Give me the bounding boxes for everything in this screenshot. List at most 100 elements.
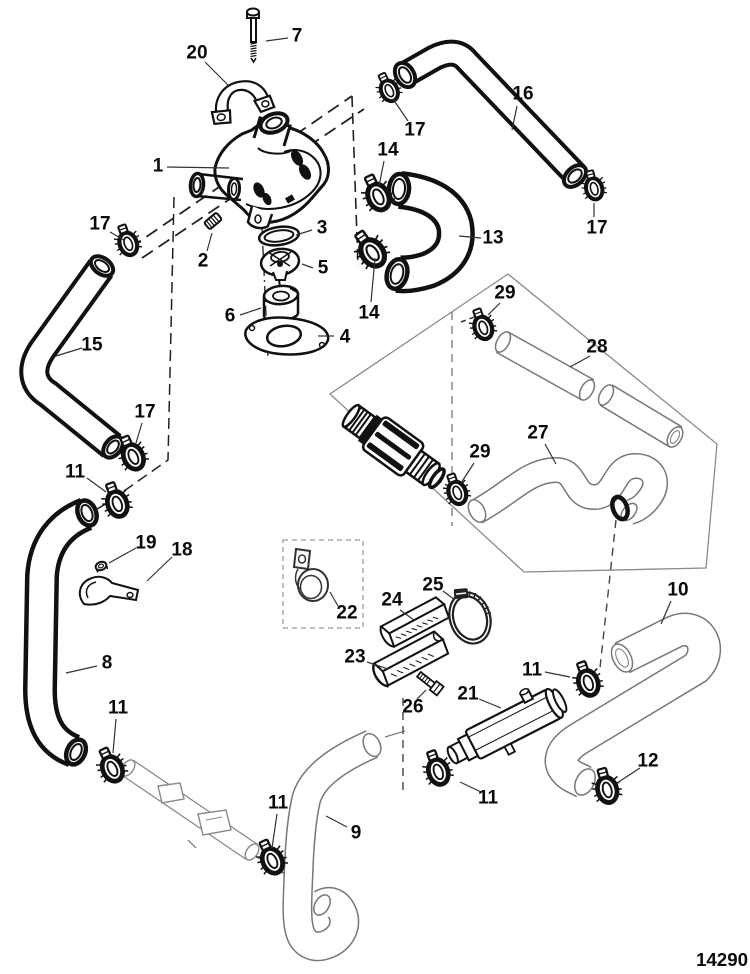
hose-10	[544, 612, 722, 798]
callout-leader-18	[146, 556, 173, 582]
bracket-20	[210, 80, 276, 126]
callout-label-8: 8	[102, 653, 113, 674]
light-parts	[120, 331, 722, 962]
callout-leader-29	[460, 462, 475, 484]
callout-label-17: 17	[134, 402, 155, 423]
hose-13	[384, 171, 475, 294]
callout-label-15: 15	[81, 335, 103, 356]
callout-leader-11	[544, 671, 571, 678]
callout-leader-17	[392, 98, 409, 122]
hose-clamp	[96, 478, 135, 520]
callout-label-24: 24	[381, 590, 403, 611]
bracket-18	[78, 575, 140, 606]
hose-clamp	[110, 221, 145, 259]
callout-label-17: 17	[404, 120, 425, 141]
callout-leader-14	[378, 160, 385, 187]
callout-label-14: 14	[377, 140, 399, 161]
callout-label-3: 3	[317, 218, 328, 239]
callout-leader-17	[135, 422, 143, 444]
hose-8	[22, 498, 99, 767]
large-clamp-25	[448, 588, 492, 645]
callout-leader-15	[55, 347, 83, 357]
callout-label-12: 12	[637, 751, 658, 772]
hose-9	[282, 730, 382, 962]
shell-24	[379, 596, 451, 649]
thermostat-5	[259, 247, 301, 288]
callout-leader-21	[478, 698, 502, 709]
callout-leader-9	[325, 815, 348, 828]
connector-fitting	[341, 403, 446, 490]
callout-label-23: 23	[344, 647, 365, 668]
clamps	[90, 69, 624, 879]
tube-28	[494, 331, 684, 448]
hose-15	[19, 254, 125, 460]
callout-label-11: 11	[522, 660, 543, 681]
cylinder-21	[446, 687, 568, 765]
distribution-pipe	[120, 759, 260, 861]
callout-leader-22	[329, 591, 339, 607]
callout-label-21: 21	[457, 684, 479, 705]
callout-label-20: 20	[186, 43, 207, 64]
callout-label-11: 11	[268, 793, 289, 814]
callout-label-11: 11	[478, 788, 499, 809]
callout-label-19: 19	[135, 533, 156, 554]
callout-label-18: 18	[171, 540, 192, 561]
p-clamp-22	[292, 547, 329, 602]
callout-leader-19	[108, 547, 137, 564]
gasket-4	[244, 316, 330, 356]
hose-27-end-ring	[610, 494, 630, 522]
drawing-number: 14290	[696, 950, 748, 970]
callout-leader-23	[366, 661, 389, 670]
callout-label-13: 13	[482, 228, 503, 249]
callout-leader-12	[616, 767, 641, 784]
callout-label-26: 26	[402, 697, 423, 718]
callout-label-25: 25	[422, 575, 444, 596]
callout-leader-5	[301, 263, 314, 269]
inset-box	[282, 539, 364, 629]
callout-leader-11	[86, 477, 107, 493]
shell-23	[372, 630, 450, 688]
callout-leader-11	[271, 813, 278, 849]
screw-2	[203, 212, 223, 230]
hose-clamp	[346, 224, 394, 273]
thermostat-housing	[188, 111, 330, 230]
dark-parts	[19, 7, 589, 767]
callout-label-22: 22	[336, 603, 357, 624]
callout-leader-2	[206, 232, 213, 252]
callout-leader-28	[569, 355, 591, 368]
callout-leader-8	[65, 665, 98, 674]
hose-16	[392, 39, 589, 189]
sleeve-6	[262, 284, 300, 322]
callout-leader-20	[204, 61, 229, 86]
callout-label-4: 4	[340, 327, 351, 348]
nut-19	[94, 560, 109, 573]
callout-label-6: 6	[225, 306, 236, 327]
o-ring-3	[257, 225, 301, 247]
hose-clamp	[465, 305, 500, 343]
callout-leader-6	[239, 307, 262, 316]
callout-label-11: 11	[108, 698, 129, 719]
callout-leader-7	[265, 37, 289, 42]
callout-leader-27	[544, 443, 557, 465]
callout-leader-13	[458, 235, 482, 239]
callout-label-29: 29	[469, 442, 490, 463]
callout-leader-10	[660, 600, 672, 625]
callout-leader-14	[370, 257, 376, 303]
callout-label-17: 17	[586, 218, 607, 239]
callout-leader-11	[112, 718, 117, 754]
callout-label-5: 5	[318, 258, 329, 279]
callout-label-17: 17	[89, 214, 110, 235]
callout-label-29: 29	[494, 283, 515, 304]
optional-kit-outline	[328, 273, 718, 573]
callout-leader-25	[442, 590, 456, 601]
callout-leader-17	[109, 231, 125, 241]
callout-leader-11	[459, 781, 482, 793]
callout-label-1: 1	[153, 156, 164, 177]
callout-label-2: 2	[198, 251, 209, 272]
callout-label-9: 9	[351, 823, 362, 844]
callout-leader-1	[166, 166, 230, 169]
callout-leader-3	[295, 229, 313, 236]
callout-leader-16	[511, 105, 518, 131]
